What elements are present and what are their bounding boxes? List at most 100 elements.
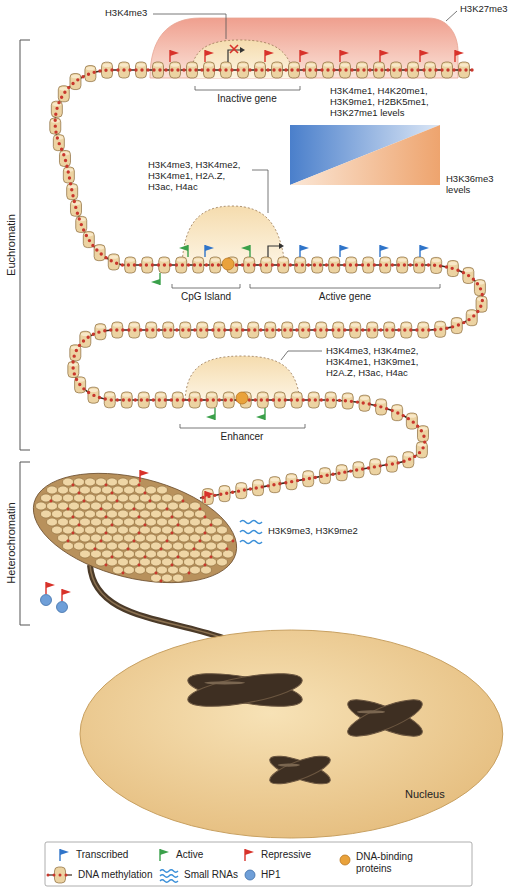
methylation-dot [204, 564, 207, 567]
packed-nucleosome [140, 558, 151, 566]
methylation-dot [182, 500, 185, 503]
methylation-dot [188, 572, 191, 575]
chromosome [344, 693, 426, 743]
packed-nucleosome [195, 558, 206, 566]
promoter-dome [182, 206, 285, 265]
packed-nucleosome [118, 526, 129, 534]
packed-nucleosome [41, 510, 52, 518]
packed-nucleosome [195, 526, 206, 534]
packed-nucleosome [58, 518, 69, 526]
region-bracket [180, 424, 305, 428]
packed-nucleosome [96, 558, 107, 566]
methylation-dot [138, 532, 141, 535]
methylation-dot [177, 556, 180, 559]
methylation-dot [210, 556, 213, 559]
methylation-dot [144, 556, 147, 559]
methylation-dot [133, 508, 136, 511]
methylation-dot [94, 548, 97, 551]
packed-nucleosome [107, 526, 118, 534]
packed-nucleosome [74, 494, 85, 502]
heterochromatin-bracket [20, 462, 30, 625]
packed-nucleosome [63, 542, 74, 550]
methylation-dot [78, 524, 81, 527]
packed-nucleosome [124, 566, 135, 574]
legend-label: Transcribed [76, 849, 136, 861]
packed-nucleosome [190, 550, 201, 558]
packed-nucleosome [129, 478, 140, 486]
packed-nucleosome [195, 542, 206, 550]
packed-nucleosome [107, 510, 118, 518]
packed-nucleosome [91, 486, 102, 494]
packed-nucleosome [74, 510, 85, 518]
nucleus-outline [80, 630, 503, 838]
packed-nucleosome [162, 526, 173, 534]
legend-rna-icon [160, 870, 178, 883]
packed-nucleosome [85, 526, 96, 534]
packed-nucleosome [91, 550, 102, 558]
histone-flags [46, 50, 464, 601]
packed-nucleosome [151, 542, 162, 550]
methylation-dot [160, 548, 163, 551]
packed-nucleosome [63, 494, 74, 502]
annotation-label: CpG Island [171, 291, 241, 303]
packed-nucleosome [91, 518, 102, 526]
nucleosome [70, 74, 81, 90]
packed-nucleosome [162, 494, 173, 502]
packed-nucleosome [129, 494, 140, 502]
methylation-dot [160, 580, 163, 583]
annotation-label: H3K9me3, H3K9me2 [268, 526, 378, 537]
packed-nucleosome [85, 494, 96, 502]
packed-nucleosome [107, 494, 118, 502]
histone-flag [256, 408, 265, 420]
packed-nucleosome [151, 558, 162, 566]
packed-nucleosome [52, 526, 63, 534]
hp1-protein [41, 595, 52, 606]
histone-flag [300, 245, 309, 257]
packed-nucleosome [162, 510, 173, 518]
packed-nucleosome [135, 518, 146, 526]
packed-nucleosome [129, 558, 140, 566]
packed-nucleosome [69, 534, 80, 542]
packed-nucleosome [223, 534, 234, 542]
packed-nucleosome [96, 478, 107, 486]
methylation-dot [111, 556, 114, 559]
packed-nucleosome [118, 478, 129, 486]
nucleosome [406, 413, 417, 429]
packed-nucleosome [102, 534, 113, 542]
methylation-dot [50, 500, 53, 503]
packed-nucleosome [107, 478, 118, 486]
packed-nucleosome [179, 502, 190, 510]
dna-binding-protein [236, 392, 248, 404]
packed-nucleosome [102, 550, 113, 558]
packed-nucleosome [217, 542, 228, 550]
packed-nucleosome [80, 534, 91, 542]
annotation-label: H3K4me3, H3K4me2, H3K4me1, H3K9me1, H2A.… [326, 346, 430, 379]
methylation-dot [116, 500, 119, 503]
histone-flag [340, 245, 349, 257]
nucleosome [67, 184, 78, 200]
methylation-dot [138, 564, 141, 567]
packed-nucleosome [190, 566, 201, 574]
packed-nucleosome [217, 526, 228, 534]
annotation-label: Heterochromatin [5, 502, 17, 583]
packed-nucleosome [146, 502, 157, 510]
packed-nucleosome [113, 502, 124, 510]
methylation-dot [67, 508, 70, 511]
histone-flag [340, 50, 349, 62]
packed-nucleosome [212, 518, 223, 526]
methylation-dot [67, 540, 70, 543]
packed-nucleosome [157, 502, 168, 510]
methylation-dots [55, 70, 482, 498]
packed-nucleosome [58, 486, 69, 494]
packed-nucleosome [74, 542, 85, 550]
packed-nucleosome [135, 486, 146, 494]
packed-nucleosome [184, 542, 195, 550]
annotation-label: H3K36me3 levels [446, 174, 504, 196]
packed-nucleosome [96, 510, 107, 518]
methylation-dot [72, 484, 75, 487]
packed-nucleosome [173, 542, 184, 550]
packed-nucleosome [151, 494, 162, 502]
nucleus-ellipse: Nucleus [78, 628, 505, 840]
dna-methylation [55, 70, 482, 498]
packed-nucleosome [113, 534, 124, 542]
